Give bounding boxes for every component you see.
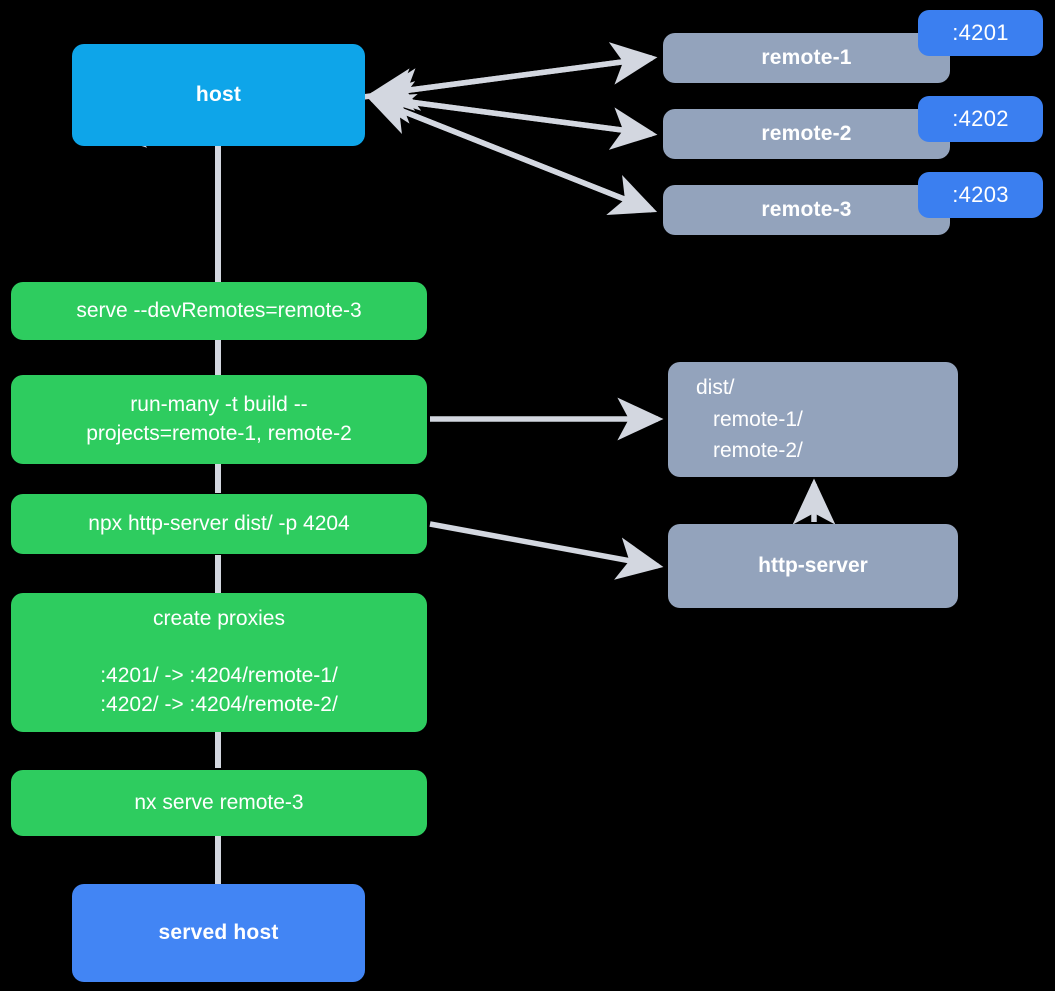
command-nx-serve-remote-3[interactable]: nx serve remote-3	[11, 770, 427, 836]
spine-proxies-to-nxserve	[215, 731, 221, 768]
node-remote-3-label: remote-3	[761, 197, 852, 221]
node-http-server-label: http-server	[758, 553, 868, 577]
spine-serve-to-runmany	[215, 339, 221, 376]
spine-host-to-serve	[215, 146, 221, 284]
node-remote-2[interactable]: remote-2	[663, 109, 950, 159]
port-badge-remote-2[interactable]: :4202	[918, 96, 1043, 142]
spine-runmany-to-npx	[215, 463, 221, 493]
command-nx-serve-remote-3-label: nx serve remote-3	[134, 790, 304, 814]
node-served-host[interactable]: served host	[72, 884, 365, 982]
spine-npx-to-proxies	[215, 555, 221, 594]
port-badge-remote-2-label: :4202	[952, 106, 1009, 131]
edge-npx-httpserver	[429, 521, 664, 580]
port-badge-remote-1[interactable]: :4201	[918, 10, 1043, 56]
node-dist-folder[interactable]: dist/ remote-1/ remote-2/	[668, 362, 958, 477]
command-npx-http-server-label: npx http-server dist/ -p 4204	[88, 511, 350, 535]
port-badge-remote-1-label: :4201	[952, 20, 1009, 45]
node-host-label: host	[195, 82, 242, 106]
node-remote-3[interactable]: remote-3	[663, 185, 950, 235]
spine-nxserve-to-servedhost	[215, 836, 221, 884]
command-run-many-line1: run-many -t build --	[130, 392, 308, 416]
command-create-proxies[interactable]: create proxies :4201/ -> :4204/remote-1/…	[11, 593, 427, 732]
command-serve-devremotes-label: serve --devRemotes=remote-3	[76, 298, 362, 322]
port-badge-remote-3[interactable]: :4203	[918, 172, 1043, 218]
node-remote-1[interactable]: remote-1	[663, 33, 950, 83]
dist-root: dist/	[696, 376, 735, 400]
command-serve-devremotes[interactable]: serve --devRemotes=remote-3	[11, 282, 427, 340]
node-host[interactable]: host	[72, 44, 365, 146]
port-badge-remote-3-label: :4203	[952, 182, 1009, 207]
command-npx-http-server[interactable]: npx http-server dist/ -p 4204	[11, 494, 427, 554]
node-remote-2-label: remote-2	[761, 121, 852, 145]
command-create-proxies-title: create proxies	[153, 606, 285, 630]
node-remote-1-label: remote-1	[761, 45, 852, 69]
dist-child-remote-2: remote-2/	[713, 439, 803, 463]
dist-child-remote-1: remote-1/	[713, 407, 803, 431]
proxy-mapping-1: :4201/ -> :4204/remote-1/	[100, 663, 338, 687]
node-served-host-label: served host	[158, 920, 279, 944]
command-run-many[interactable]: run-many -t build -- projects=remote-1, …	[11, 375, 427, 464]
node-http-server[interactable]: http-server	[668, 524, 958, 608]
proxy-mapping-2: :4202/ -> :4204/remote-2/	[100, 693, 338, 717]
edge-fan-group	[366, 42, 658, 215]
command-run-many-line2: projects=remote-1, remote-2	[86, 421, 352, 445]
